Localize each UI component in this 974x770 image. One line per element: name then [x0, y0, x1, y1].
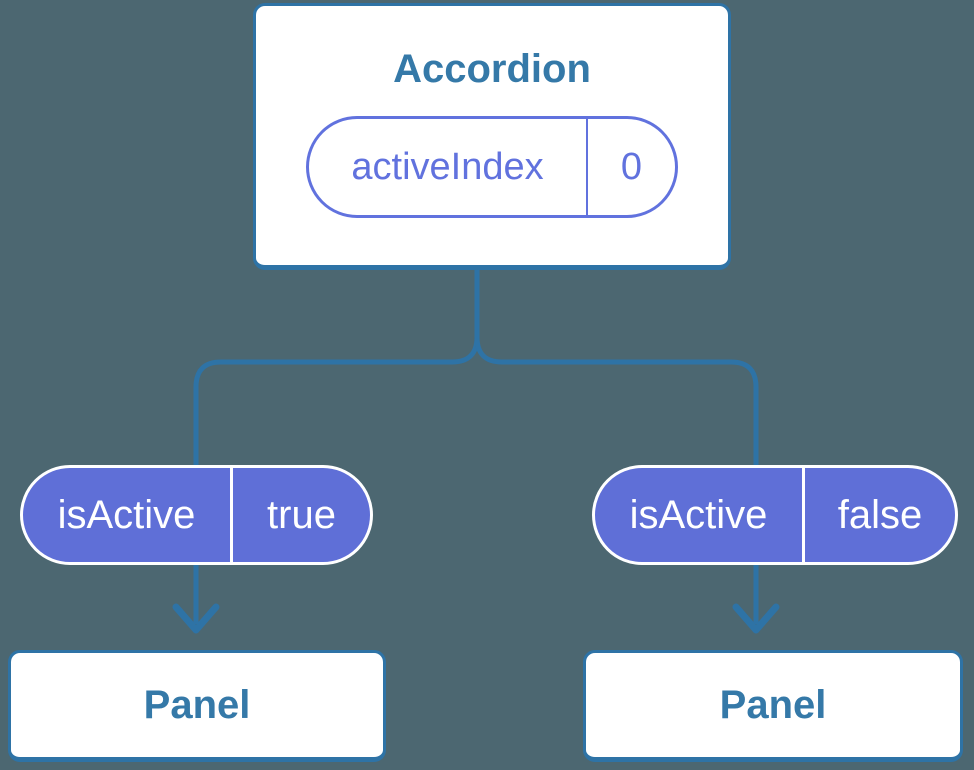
state-value: 0	[620, 145, 643, 188]
connector-right-branch	[474, 264, 759, 624]
isactive-pill-true: isActive true	[20, 465, 373, 565]
prop-name: isActive	[629, 492, 768, 537]
panel-card-right: Panel	[583, 650, 963, 762]
panel-label: Panel	[143, 683, 251, 727]
arrow-down-icon	[172, 603, 220, 634]
prop-value: true	[267, 492, 336, 537]
pill-divider	[586, 119, 588, 215]
state-name: activeIndex	[351, 145, 544, 188]
prop-name: isActive	[57, 492, 196, 537]
pill-divider	[802, 468, 805, 562]
state-pill: activeIndex 0	[306, 116, 678, 218]
isactive-pill-false: isActive false	[592, 465, 958, 565]
prop-value: false	[837, 492, 923, 537]
connector-left-branch	[193, 264, 480, 624]
arrow-down-icon	[732, 603, 780, 634]
accordion-title: Accordion	[393, 47, 591, 91]
accordion-card: Accordion activeIndex 0	[253, 3, 731, 270]
panel-card-left: Panel	[8, 650, 386, 762]
panel-label: Panel	[719, 683, 827, 727]
pill-divider	[230, 468, 233, 562]
